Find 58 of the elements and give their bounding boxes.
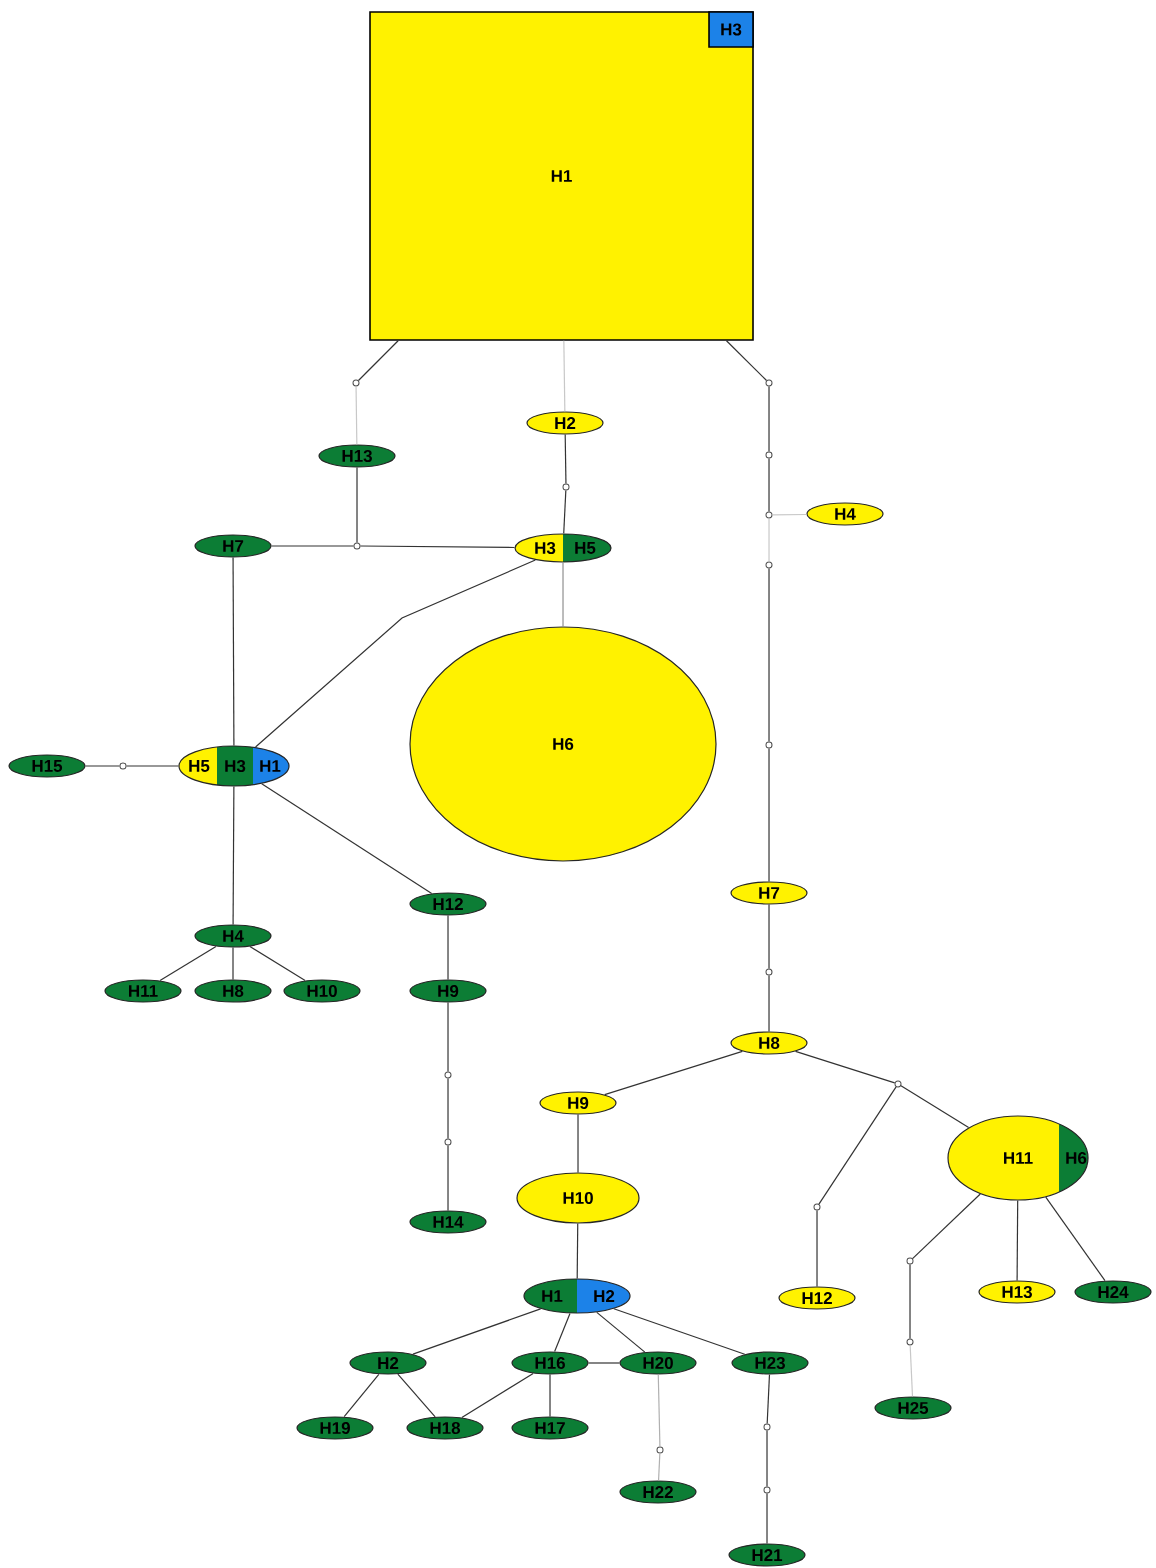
edge-line xyxy=(159,945,217,982)
edge-line xyxy=(657,1452,661,1481)
edge-line xyxy=(771,513,808,516)
edge-line xyxy=(1045,1196,1106,1282)
edge-line xyxy=(725,340,768,382)
edge-line xyxy=(613,1308,746,1355)
edge-line xyxy=(768,747,770,882)
edge-line xyxy=(549,1374,551,1417)
edge-line xyxy=(768,567,770,743)
edge-line xyxy=(232,786,235,925)
edge-line xyxy=(768,517,770,563)
edge-line xyxy=(357,340,399,382)
edge-line xyxy=(343,1373,380,1418)
edge-line xyxy=(768,457,770,513)
edge-line xyxy=(447,1002,449,1073)
edge-line xyxy=(909,1344,914,1397)
edge-line xyxy=(604,1050,743,1096)
edge-line xyxy=(254,559,536,748)
edge-line xyxy=(818,1086,897,1205)
edge-line xyxy=(911,1193,981,1260)
edge-line xyxy=(85,765,121,767)
edge-line xyxy=(766,1429,768,1488)
edge-line xyxy=(563,340,566,412)
edge-line xyxy=(249,945,306,982)
edge-line xyxy=(576,1223,579,1279)
edge-line xyxy=(577,1114,579,1173)
edge-line xyxy=(232,557,235,746)
edge-line xyxy=(900,1085,970,1129)
edge-line xyxy=(768,385,770,453)
edge-line xyxy=(588,1362,620,1364)
edge-line xyxy=(554,1312,571,1353)
edge-line xyxy=(397,1373,436,1418)
edge-line xyxy=(359,545,516,549)
edge-line xyxy=(1016,1200,1019,1281)
edge-line xyxy=(261,783,433,895)
edge-line xyxy=(232,947,234,980)
edge-line xyxy=(447,1077,449,1140)
edge-line xyxy=(355,385,358,445)
edge-line xyxy=(816,1209,818,1287)
edge-line xyxy=(794,1050,896,1084)
edge-line xyxy=(657,1374,661,1448)
edge-line xyxy=(271,545,355,547)
edge-line xyxy=(564,434,567,485)
edge-line xyxy=(596,1311,646,1353)
edge-line xyxy=(125,765,179,767)
edge-line xyxy=(768,974,770,1032)
edge-line xyxy=(909,1263,911,1340)
edge-line xyxy=(563,489,567,534)
edge-line xyxy=(461,1372,534,1419)
edge-line xyxy=(768,904,770,970)
edge-line xyxy=(356,466,358,544)
edge-line xyxy=(447,1144,449,1211)
haplotype-square: H3 xyxy=(708,11,754,48)
edge-line xyxy=(447,915,449,980)
edge-line xyxy=(412,1308,542,1355)
edge-line xyxy=(562,562,564,627)
edge-line xyxy=(766,1492,768,1544)
edge-line xyxy=(766,1374,771,1425)
